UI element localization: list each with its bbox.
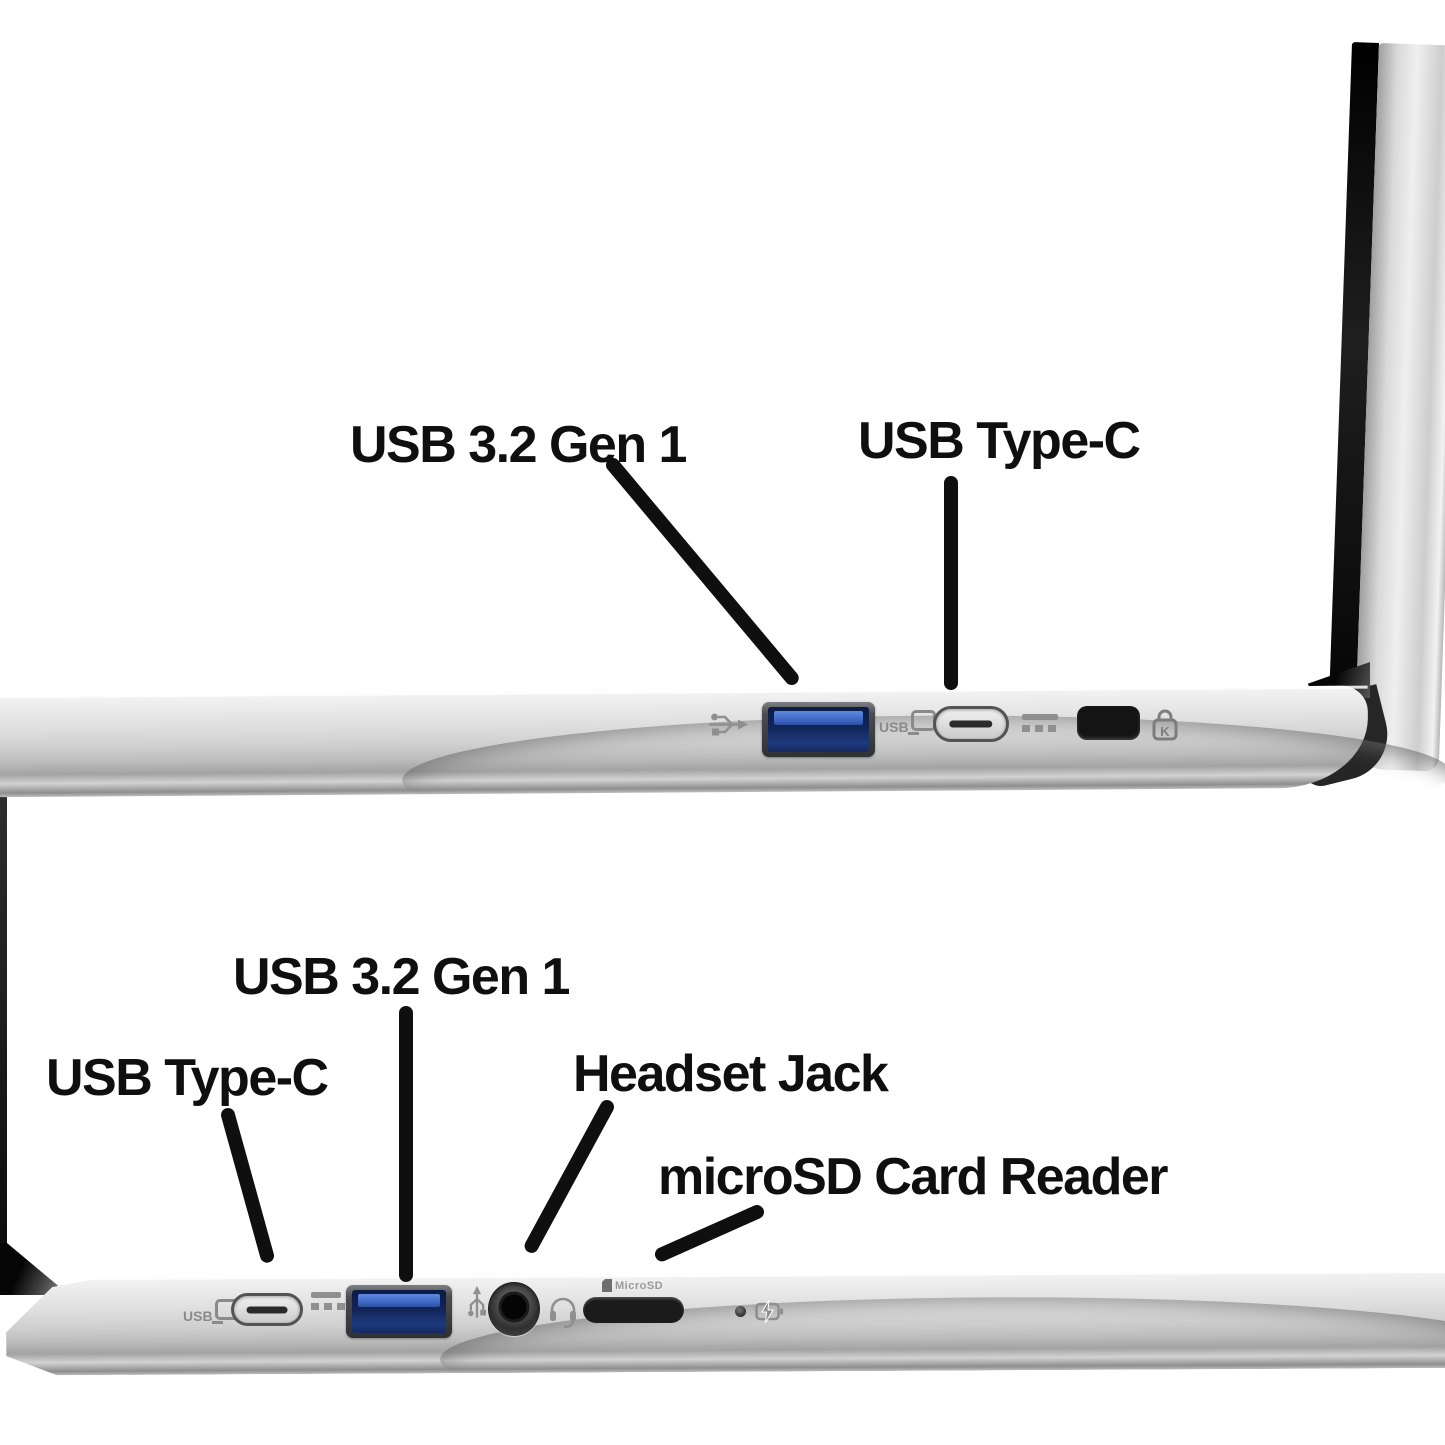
callout-line-usb-c-left (219, 1106, 276, 1265)
laptop-screen-right-view (1327, 42, 1445, 772)
callout-line-usb-a-left (399, 1006, 413, 1282)
dc-in-icon (1022, 714, 1058, 732)
usb-display-icon: USB (879, 710, 936, 735)
headset-jack-label: Headset Jack (573, 1045, 889, 1103)
svg-text:K: K (1160, 724, 1170, 739)
usb-c-port (933, 706, 1009, 742)
laptop-screen-left-view-edge (0, 793, 7, 1245)
battery-charge-icon (755, 1300, 783, 1323)
usb-a-label-left: USB 3.2 Gen 1 (233, 948, 570, 1006)
callout-line-usb-a-right (603, 455, 802, 688)
usb-trident-icon (709, 713, 748, 736)
dc-in-icon-left (311, 1292, 345, 1310)
microsd-slot (583, 1297, 684, 1323)
usb-trident-icon-left (468, 1286, 486, 1318)
usb-a-port (762, 702, 875, 757)
headset-icon (550, 1297, 576, 1329)
callout-line-usb-c-right (944, 476, 958, 690)
battery-led (735, 1306, 746, 1317)
usb-a-tongue (774, 711, 863, 725)
headset-jack-port (488, 1282, 540, 1336)
microsd-label: microSD Card Reader (658, 1148, 1169, 1206)
usb-a-label-right: USB 3.2 Gen 1 (350, 416, 687, 474)
kensington-lock-slot (1077, 706, 1140, 740)
usb-a-cavity (768, 707, 869, 752)
usb-a-port-left (346, 1285, 452, 1338)
usb-c-port-left (231, 1293, 303, 1326)
laptop-screen-left-view-corner (0, 1243, 58, 1295)
microsd-card-icon: MicroSD (602, 1279, 663, 1292)
kensington-lock-icon: K (1152, 709, 1178, 741)
usb-c-label-right: USB Type-C (858, 412, 1141, 470)
usb-display-icon-left: USB (183, 1299, 240, 1324)
usb-c-label-left: USB Type-C (46, 1049, 329, 1107)
callout-line-headset (522, 1097, 617, 1256)
callout-line-microsd (652, 1202, 767, 1264)
